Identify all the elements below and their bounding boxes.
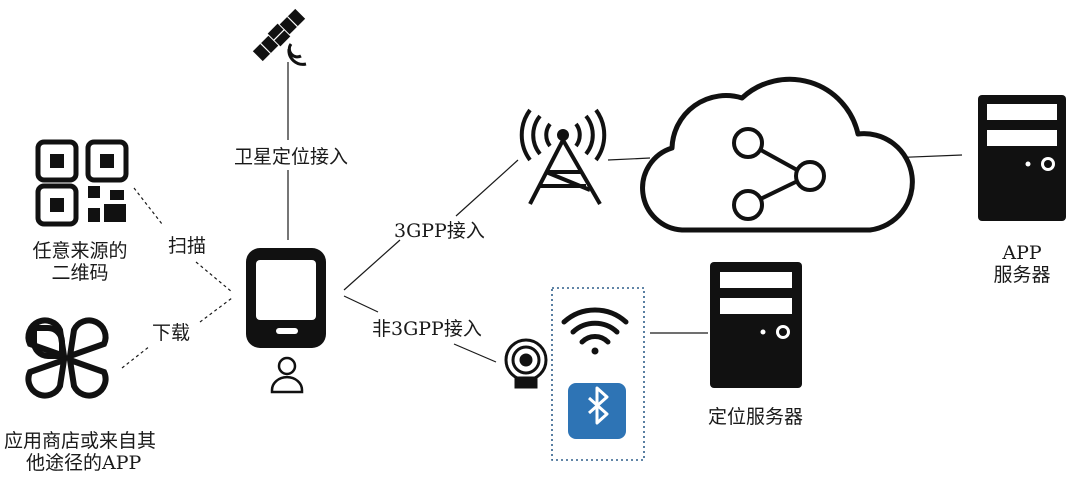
- satellite-access-label: 卫星定位接入: [232, 146, 351, 168]
- non-gpp-link-line-2: [453, 343, 497, 363]
- scan-dashed-line-1: [133, 187, 163, 225]
- qr-source-caption-line1: 任意来源的: [32, 240, 128, 262]
- location-server-caption: 定位服务器: [708, 406, 804, 428]
- non-gpp-link-line-1: [343, 295, 379, 313]
- location-server-icon: [710, 262, 802, 388]
- app-store-caption-line1: 应用商店或来自其: [4, 430, 157, 452]
- app-store-caption-line2: 他途径的APP: [26, 452, 142, 474]
- non-gpp-access-label: 非3GPP接入: [372, 318, 482, 340]
- download-label: 下载: [152, 322, 191, 344]
- app-store-icon: [25, 317, 109, 399]
- cloud-share-icon: [640, 76, 915, 233]
- qr-source-caption-line2: 二维码: [51, 262, 109, 284]
- download-dashed-line-1: [121, 345, 151, 369]
- scan-dashed-line-2: [195, 261, 233, 293]
- app-store-caption: 应用商店或来自其 他途径的APP: [4, 430, 156, 474]
- app-server-caption: APP 服务器: [990, 242, 1054, 286]
- bluetooth-icon: [568, 383, 626, 439]
- gpp-link-line-2: [455, 159, 519, 217]
- cell-tower-icon: [519, 108, 607, 206]
- tower-cloud-line: [607, 157, 651, 161]
- beacon-icon: [504, 338, 548, 389]
- app-server-caption-line1: APP: [1002, 242, 1042, 264]
- phone-icon: [246, 248, 326, 348]
- gpp-access-label: 3GPP接入: [394, 220, 485, 242]
- connectors: [121, 62, 963, 369]
- gpp-link-line-1: [343, 239, 401, 291]
- satellite-icon: [252, 8, 307, 66]
- app-server-icon: [978, 95, 1066, 221]
- wifi-icon: [561, 307, 629, 355]
- scan-label: 扫描: [168, 235, 207, 257]
- download-dashed-line-2: [199, 297, 233, 323]
- user-icon: [270, 356, 304, 394]
- qr-code-icon: [35, 139, 129, 227]
- qr-source-caption: 任意来源的 二维码: [20, 240, 140, 284]
- wireless-group-box: [551, 287, 645, 461]
- app-server-caption-line2: 服务器: [993, 264, 1051, 286]
